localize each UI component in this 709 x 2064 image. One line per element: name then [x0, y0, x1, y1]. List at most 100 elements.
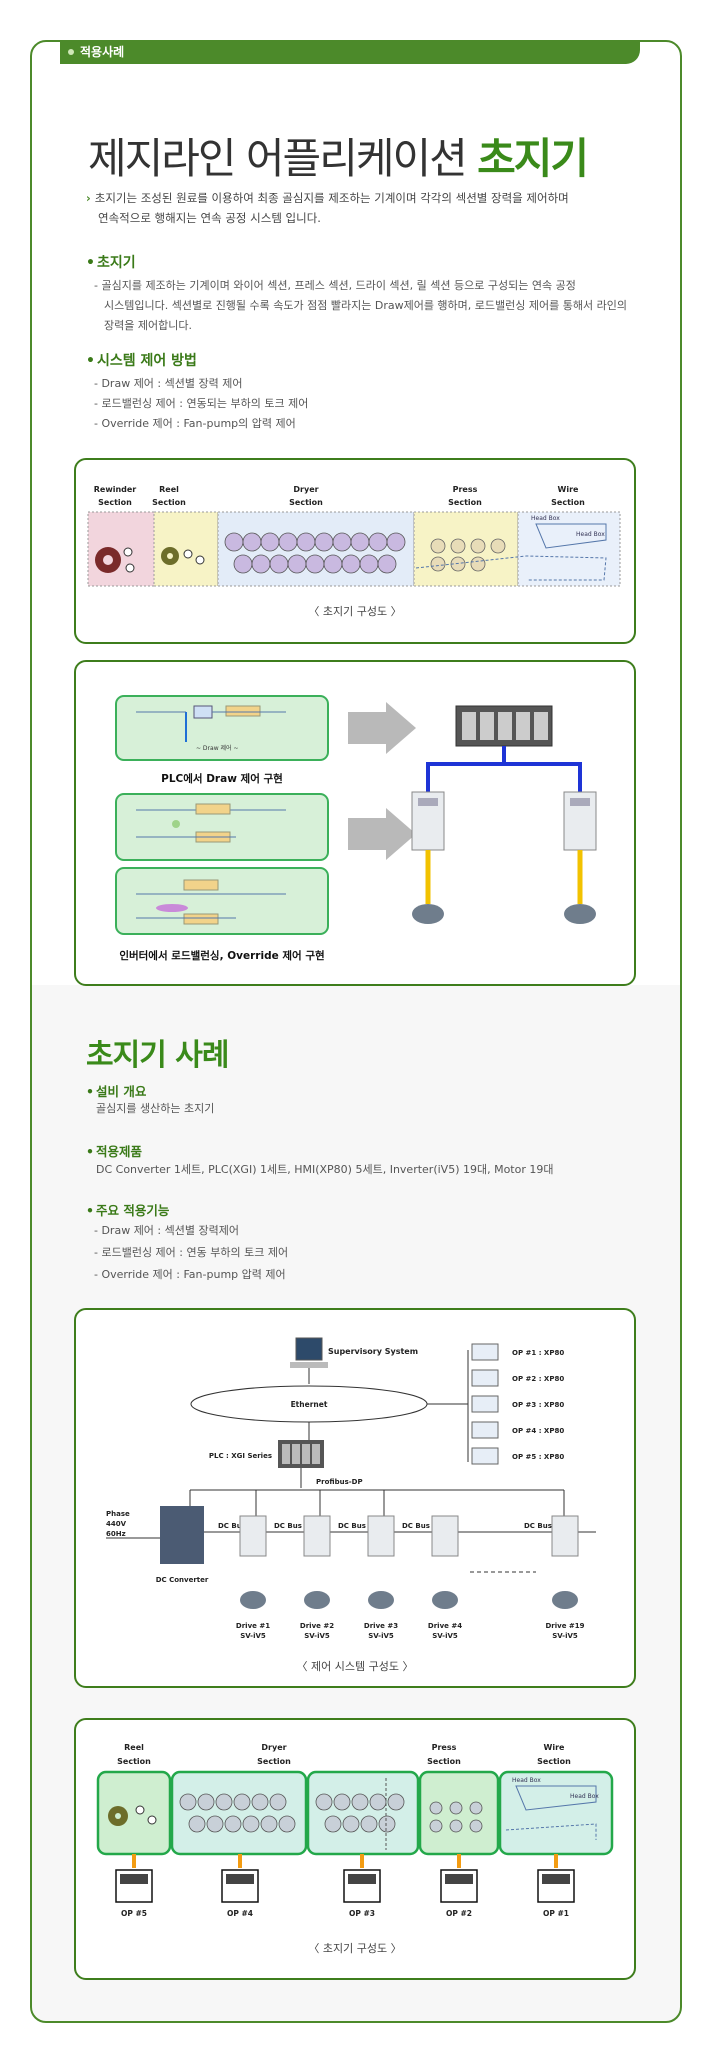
machine-diagram: Rewinder Section Reel Section Dryer Sect…	[87, 485, 621, 618]
list-item: - Override 제어 : Fan-pump의 압력 제어	[94, 417, 296, 430]
section-tab	[60, 40, 640, 64]
section-title-chojigi-text: 초지기	[96, 255, 136, 271]
functions-title: •주요 적용기능	[86, 1203, 170, 1218]
op-label: OP #5	[121, 1909, 147, 1918]
chojigi-line: 시스템입니다. 섹션별로 진행될 수록 속도가 점점 빨라지는 Draw제어를 …	[104, 299, 627, 312]
control-method-list: - Draw 제어 : 섹션별 장력 제어 - 로드밸런싱 제어 : 연동되는 …	[94, 374, 654, 434]
section-sub: Section	[537, 1757, 571, 1766]
list-item: - 로드밸런싱 제어 : 연동 부하의 토크 제어	[94, 1246, 289, 1259]
section-op-diagram: Reel Section Dryer Section Press Section…	[96, 1743, 614, 1955]
op-label: OP #2	[446, 1909, 472, 1918]
tab-bullet-icon	[68, 49, 74, 55]
system-diagram-box: Supervisory System Ethernet OP #1 : XP80…	[74, 1308, 636, 1688]
dc-converter-label: DC Converter	[156, 1576, 209, 1584]
overview-title-text: 설비 개요	[96, 1084, 147, 1099]
chojigi-line: - 골심지를 제조하는 기계이며 와이어 섹션, 프레스 섹션, 드라이 섹션,…	[94, 279, 576, 292]
page-title: 제지라인 어플리케이션 초지기	[88, 125, 589, 186]
op-label: OP #3 : XP80	[512, 1401, 564, 1409]
title-highlight: 초지기	[477, 134, 589, 183]
drive-model: SV-iV5	[240, 1632, 266, 1640]
case-title: 초지기 사례	[86, 1038, 229, 1073]
section-title-control-text: 시스템 제어 방법	[96, 353, 197, 369]
products-title-text: 적용제품	[96, 1144, 143, 1159]
headbox-label: Head Box	[570, 1793, 599, 1800]
functions-list: - Draw 제어 : 섹션별 장력제어 - 로드밸런싱 제어 : 연동 부하의…	[94, 1220, 288, 1286]
overview-text: 골심지를 생산하는 초지기	[96, 1102, 215, 1115]
drive-label: Drive #4	[428, 1622, 462, 1630]
title-prefix: 제지라인 어플리케이션	[88, 134, 478, 183]
section-label-rewinder: Rewinder	[94, 485, 137, 494]
section-label-wire: Wire	[544, 1743, 566, 1752]
section-sub: Section	[98, 498, 132, 507]
wire-loop	[535, 523, 607, 549]
section-label-reel: Reel	[159, 485, 179, 494]
headbox-label: Head Box	[512, 1777, 541, 1784]
drive-model: SV-iV5	[368, 1632, 394, 1640]
list-item: - Override 제어 : Fan-pump 압력 제어	[94, 1268, 286, 1281]
intro-text: ›초지기는 조성된 원료를 이용하여 최종 골심지를 제조하는 기계이며 각각의…	[86, 188, 646, 228]
dryer-cylinders-icon	[224, 532, 406, 574]
op-label: OP #5 : XP80	[512, 1453, 564, 1461]
drive-units	[239, 1515, 579, 1557]
diagram-caption: 〈 제어 시스템 구성도 〉	[297, 1660, 414, 1673]
arrow-right-icon	[348, 702, 416, 754]
dc-bus-label: DC Bus	[218, 1522, 246, 1530]
motor-icon	[564, 904, 596, 924]
headbox-label: Head Box	[531, 515, 560, 522]
dc-bus-label: DC Bus	[524, 1522, 552, 1530]
section-label-press: Press	[453, 485, 478, 494]
section-sub: Section	[257, 1757, 291, 1766]
section-chojigi-body: - 골심지를 제조하는 기계이며 와이어 섹션, 프레스 섹션, 드라이 섹션,…	[94, 276, 674, 336]
dryer-zone-2	[306, 1770, 420, 1856]
products-title: •적용제품	[86, 1144, 143, 1159]
section-sub: Section	[152, 498, 186, 507]
section-title-chojigi: •초지기	[86, 255, 136, 271]
override-panel	[115, 867, 329, 935]
intro-line-1: 초지기는 조성된 원료를 이용하여 최종 골심지를 제조하는 기계이며 각각의 …	[94, 191, 569, 205]
dc-bus-label: DC Bus	[402, 1522, 430, 1530]
motor-icon	[412, 904, 444, 924]
op-label: OP #4	[227, 1909, 253, 1918]
dc-bus-label: DC Bus	[338, 1522, 366, 1530]
arrow-right-icon	[348, 808, 416, 860]
op-label: OP #1	[543, 1909, 569, 1918]
functions-title-text: 주요 적용기능	[96, 1203, 170, 1218]
products-text: DC Converter 1세트, PLC(XGI) 1세트, HMI(XP80…	[96, 1163, 554, 1176]
section-label-dryer: Dryer	[261, 1743, 286, 1752]
ethernet-label: Ethernet	[291, 1400, 328, 1409]
list-item: - 로드밸런싱 제어 : 연동되는 부하의 토크 제어	[94, 397, 309, 410]
op-label: OP #4 : XP80	[512, 1427, 564, 1435]
op-label: OP #2 : XP80	[512, 1375, 564, 1383]
headbox-label: Head Box	[576, 531, 605, 538]
drive-model: SV-iV5	[304, 1632, 330, 1640]
drive-label: Drive #2	[300, 1622, 334, 1630]
supervisory-label: Supervisory System	[328, 1347, 418, 1356]
chojigi-line: 장력을 제어합니다.	[104, 319, 192, 332]
section-sub: Section	[448, 498, 482, 507]
op-label: OP #3	[349, 1909, 375, 1918]
wire-zone	[498, 1770, 614, 1856]
overview-title: •설비 개요	[86, 1084, 147, 1099]
section-label-wire: Wire	[558, 485, 580, 494]
system-diagram: Supervisory System Ethernet OP #1 : XP80…	[106, 1337, 596, 1673]
section-sub: Section	[289, 498, 323, 507]
reel-zone	[153, 511, 219, 587]
profibus-label: Profibus-DP	[316, 1478, 363, 1486]
phase-label: Phase	[106, 1510, 130, 1518]
section-tab-label: 적용사례	[80, 45, 125, 59]
dc-bus-label: DC Bus	[274, 1522, 302, 1530]
press-rolls-icon	[430, 538, 506, 572]
section-label-press: Press	[432, 1743, 457, 1752]
rewinder-zone	[87, 511, 155, 587]
drive-label: Drive #1	[236, 1622, 270, 1630]
dryer-zone-1	[170, 1770, 308, 1856]
op-terminal-icons	[115, 1869, 575, 1903]
plc-label: PLC : XGI Series	[209, 1452, 272, 1460]
section-label-reel: Reel	[124, 1743, 144, 1752]
control-diagram: ~ Draw 제어 ~ PLC에서 Draw 제어 구현 인버터에서 로드밸런싱…	[115, 695, 597, 962]
list-item: - Draw 제어 : 섹션별 장력 제어	[94, 377, 243, 390]
control-diagram-box: ~ Draw 제어 ~ PLC에서 Draw 제어 구현 인버터에서 로드밸런싱…	[74, 660, 636, 986]
wire-loop	[515, 1785, 597, 1811]
inverter-caption: 인버터에서 로드밸런싱, Override 제어 구현	[119, 949, 324, 962]
section-sub: Section	[117, 1757, 151, 1766]
